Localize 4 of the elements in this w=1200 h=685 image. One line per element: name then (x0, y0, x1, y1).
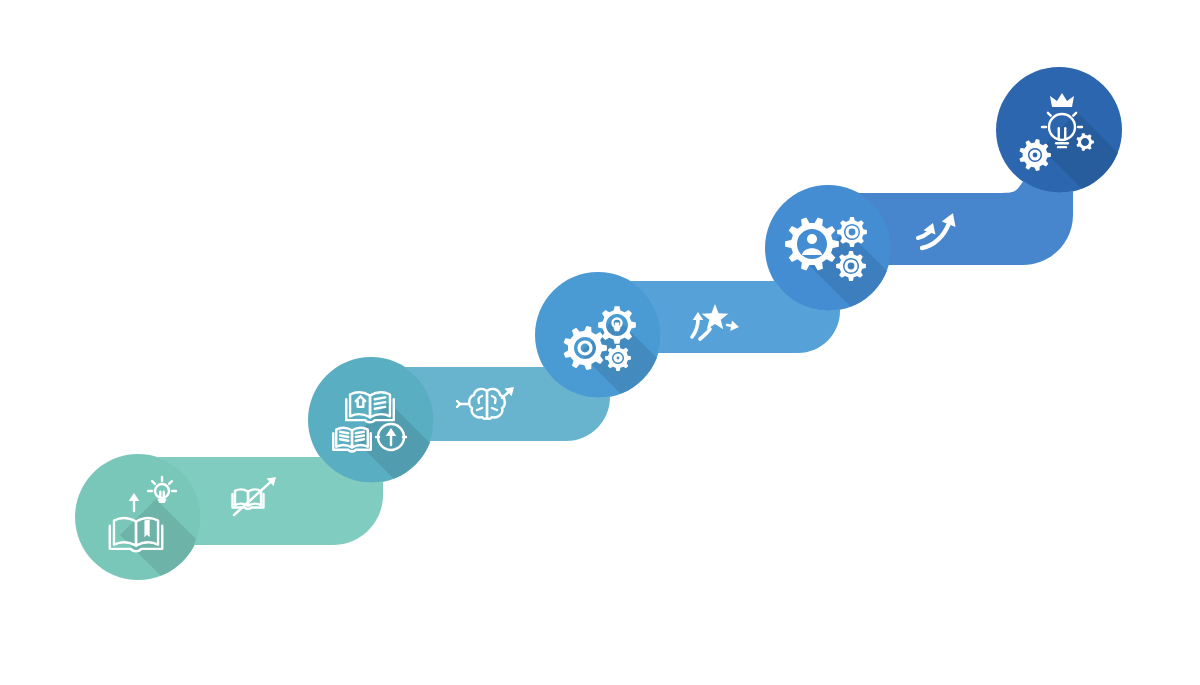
ribbon-band (629, 281, 840, 353)
ribbon-band (403, 367, 610, 441)
ribbon-band (155, 457, 383, 545)
ribbon-band (857, 181, 1073, 265)
